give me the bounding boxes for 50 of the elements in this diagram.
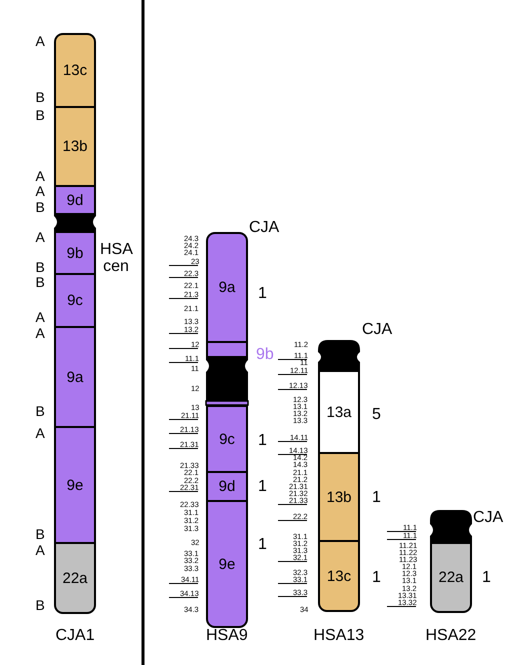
chromosome-band: 9b: [54, 231, 96, 273]
conservation-number: 1: [372, 570, 381, 586]
arm-letter: B: [36, 260, 45, 274]
arm-letter: B: [36, 275, 45, 289]
arm-letter: A: [36, 310, 45, 324]
arm-letter: B: [36, 527, 45, 541]
arm-letter: B: [36, 200, 45, 214]
chromosome-band: 9d: [54, 185, 96, 213]
chromosome-band: 9e: [206, 500, 248, 628]
chromosome-band: 13b: [318, 452, 360, 540]
arm-letter: B: [36, 404, 45, 418]
chromosome-band: 9a: [206, 232, 248, 341]
chromosome-band: 9e: [54, 426, 96, 542]
chromosome-band: 22a: [430, 542, 472, 613]
arm-letter: B: [36, 108, 45, 122]
chromosome-band: 9a: [54, 326, 96, 426]
arm-letter: B: [36, 598, 45, 612]
chromosome-band: 9d: [206, 471, 248, 500]
conservation-number: 1: [258, 286, 267, 302]
arm-letter: A: [36, 426, 45, 440]
chromosome-band: 22a: [54, 542, 96, 614]
chromosome-band: 13c: [318, 540, 360, 612]
conservation-number: 1: [258, 479, 267, 495]
chromosome-band: 13a: [318, 370, 360, 452]
chromosome-band: 9c: [54, 273, 96, 326]
band-label: 9b: [256, 347, 274, 363]
conservation-number: 1: [372, 490, 381, 506]
arm-letter: A: [36, 34, 45, 48]
arm-letter: A: [36, 184, 45, 198]
conservation-number: 1: [482, 570, 491, 586]
arm-letter: A: [36, 543, 45, 557]
chromosome-name: HSA13: [314, 628, 364, 644]
conservation-number: 1: [258, 433, 267, 449]
chromosome-band: 13c: [54, 33, 96, 106]
chromosome-name: HSA9: [206, 628, 248, 644]
species-label: CJA: [362, 322, 392, 338]
centromere-note: HSA cen: [100, 240, 132, 276]
chromosome-name: HSA22: [426, 628, 476, 644]
arm-letter: A: [36, 230, 45, 244]
chromosome-name: CJA1: [56, 628, 95, 644]
chromosome-band: 13b: [54, 106, 96, 185]
species-label: CJA: [473, 510, 504, 526]
thin-band: [206, 341, 248, 356]
arm-letter: A: [36, 326, 45, 340]
species-label: CJA: [249, 220, 280, 236]
arm-letter: A: [36, 169, 45, 183]
chromosome-band: 9c: [206, 405, 248, 471]
conservation-number: 1: [258, 537, 267, 553]
arm-letter: B: [36, 90, 45, 104]
conservation-number: 5: [372, 407, 381, 423]
